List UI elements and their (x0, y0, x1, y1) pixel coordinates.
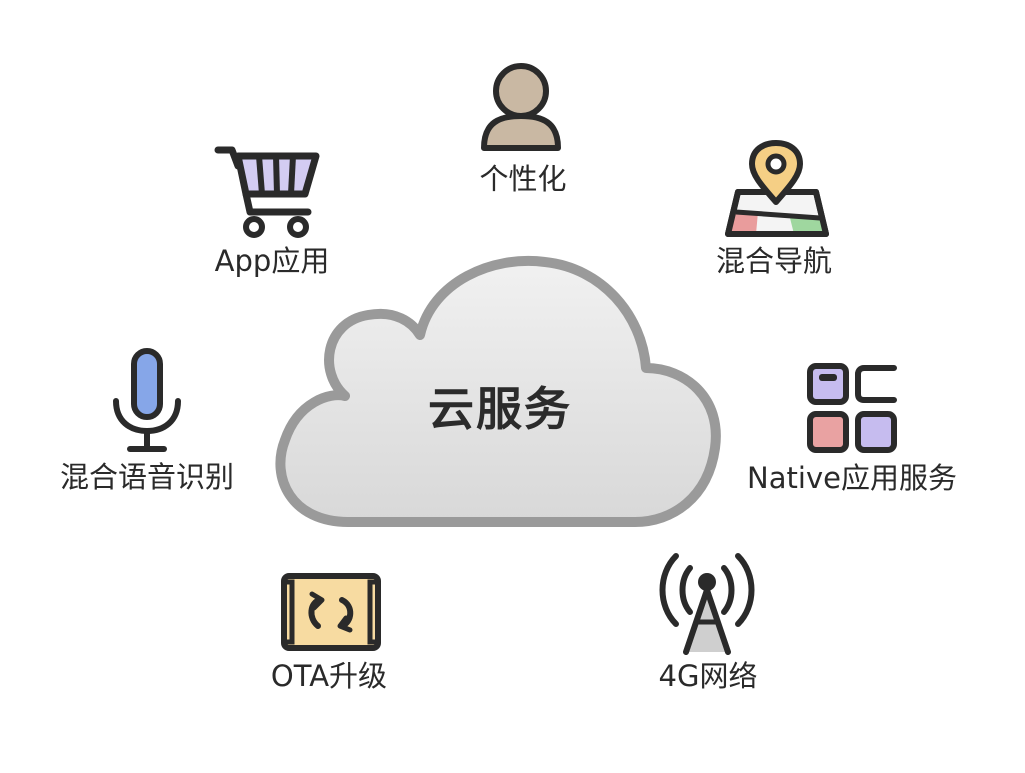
ota-label: OTA升级 (270, 659, 388, 693)
native-services-label: Native应用服务 (747, 461, 957, 495)
app-label: App应用 (214, 244, 330, 278)
map-pin-icon (725, 140, 829, 237)
personalization-label: 个性化 (479, 162, 567, 196)
ota-update-icon (281, 573, 381, 651)
network-label: 4G网络 (658, 659, 758, 693)
cloud-services-title: 云服务 (428, 382, 572, 436)
app-grid-icon (807, 363, 897, 453)
microphone-icon (113, 348, 181, 452)
person-icon (481, 63, 561, 151)
shopping-cart-icon (214, 146, 320, 238)
voice-recognition-label: 混合语音识别 (59, 460, 235, 494)
navigation-label: 混合导航 (715, 244, 833, 278)
signal-tower-icon (659, 553, 755, 655)
